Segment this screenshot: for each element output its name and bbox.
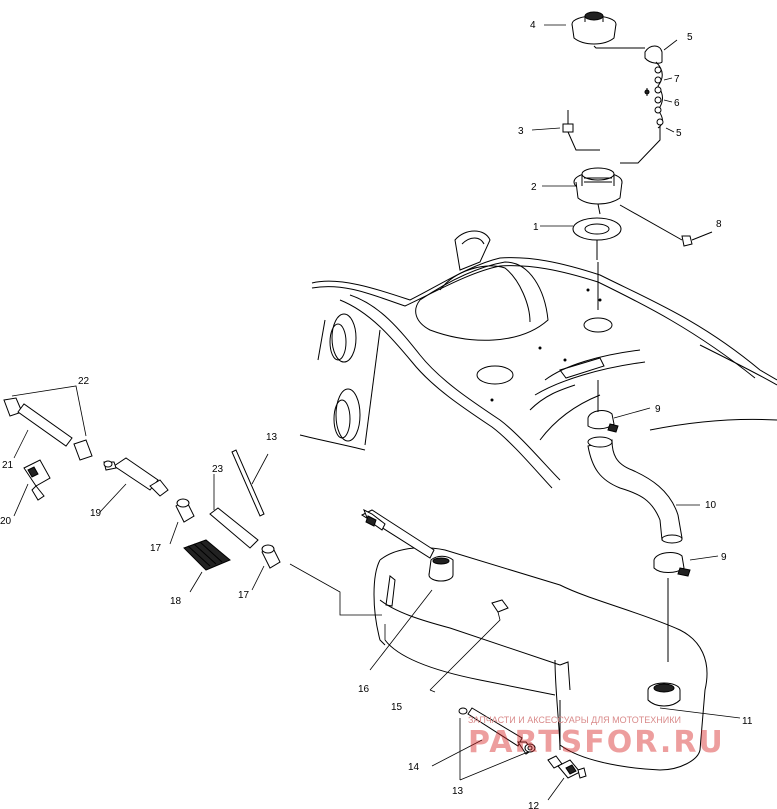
- callout-23: 23: [212, 464, 224, 475]
- frame-body: [299, 230, 777, 489]
- callout-18: 18: [170, 596, 182, 607]
- sleeve-17-right: [251, 544, 281, 591]
- callout-5-bottom: 5: [676, 128, 682, 139]
- screw-8: [619, 204, 713, 247]
- hose-10: [587, 436, 683, 544]
- leader-lines-13: [431, 718, 529, 781]
- tap-20: [13, 459, 51, 517]
- callout-5-top: 5: [687, 32, 693, 43]
- callout-17-left: 17: [150, 543, 162, 554]
- clamp-9-upper: [587, 380, 619, 433]
- vent-line: [360, 508, 435, 559]
- filler-cap: [571, 11, 617, 45]
- callout-1: 1: [533, 222, 539, 233]
- leader-lines-tank: [289, 563, 741, 719]
- callout-12: 12: [528, 801, 540, 809]
- callout-14: 14: [408, 762, 420, 773]
- fuel-line-14: [458, 707, 536, 755]
- callout-labels: 1 2 3 4 5 5 6 7 8 9 9 10 11 12 13 14 15 …: [0, 20, 753, 809]
- rod-13: [231, 449, 269, 517]
- callout-13-bottom: 13: [452, 786, 464, 797]
- callout-8: 8: [716, 219, 722, 230]
- clamp-9-lower: [653, 552, 691, 662]
- tube-23: [209, 474, 259, 549]
- callout-21: 21: [2, 460, 14, 471]
- fuel-filter-12: [547, 755, 587, 801]
- callout-11: 11: [742, 716, 753, 727]
- callout-9-bottom: 9: [721, 552, 727, 563]
- sleeve-17-left: [169, 498, 195, 545]
- callout-10: 10: [705, 500, 717, 511]
- tether-strap: [593, 45, 664, 164]
- callout-15: 15: [391, 702, 403, 713]
- callout-20: 20: [0, 516, 12, 527]
- valve-19: [99, 457, 169, 513]
- callout-3: 3: [518, 126, 524, 137]
- callout-6: 6: [674, 98, 680, 109]
- callout-19: 19: [90, 508, 102, 519]
- fuel-tank: [373, 547, 708, 771]
- callout-4: 4: [530, 20, 536, 31]
- filter-18: [183, 539, 231, 593]
- filler-neck: [573, 167, 623, 215]
- screw-3: [562, 110, 600, 151]
- callout-17-right: 17: [238, 590, 250, 601]
- caps-22: [3, 385, 93, 461]
- callout-13-top: 13: [266, 432, 278, 443]
- callout-9-top: 9: [655, 404, 661, 415]
- callout-22: 22: [78, 376, 90, 387]
- callout-16: 16: [358, 684, 370, 695]
- gasket-1: [572, 217, 622, 310]
- leader-lines-top: [531, 24, 719, 561]
- tube-21: [13, 403, 73, 459]
- callout-2: 2: [531, 182, 537, 193]
- callout-7: 7: [674, 74, 680, 85]
